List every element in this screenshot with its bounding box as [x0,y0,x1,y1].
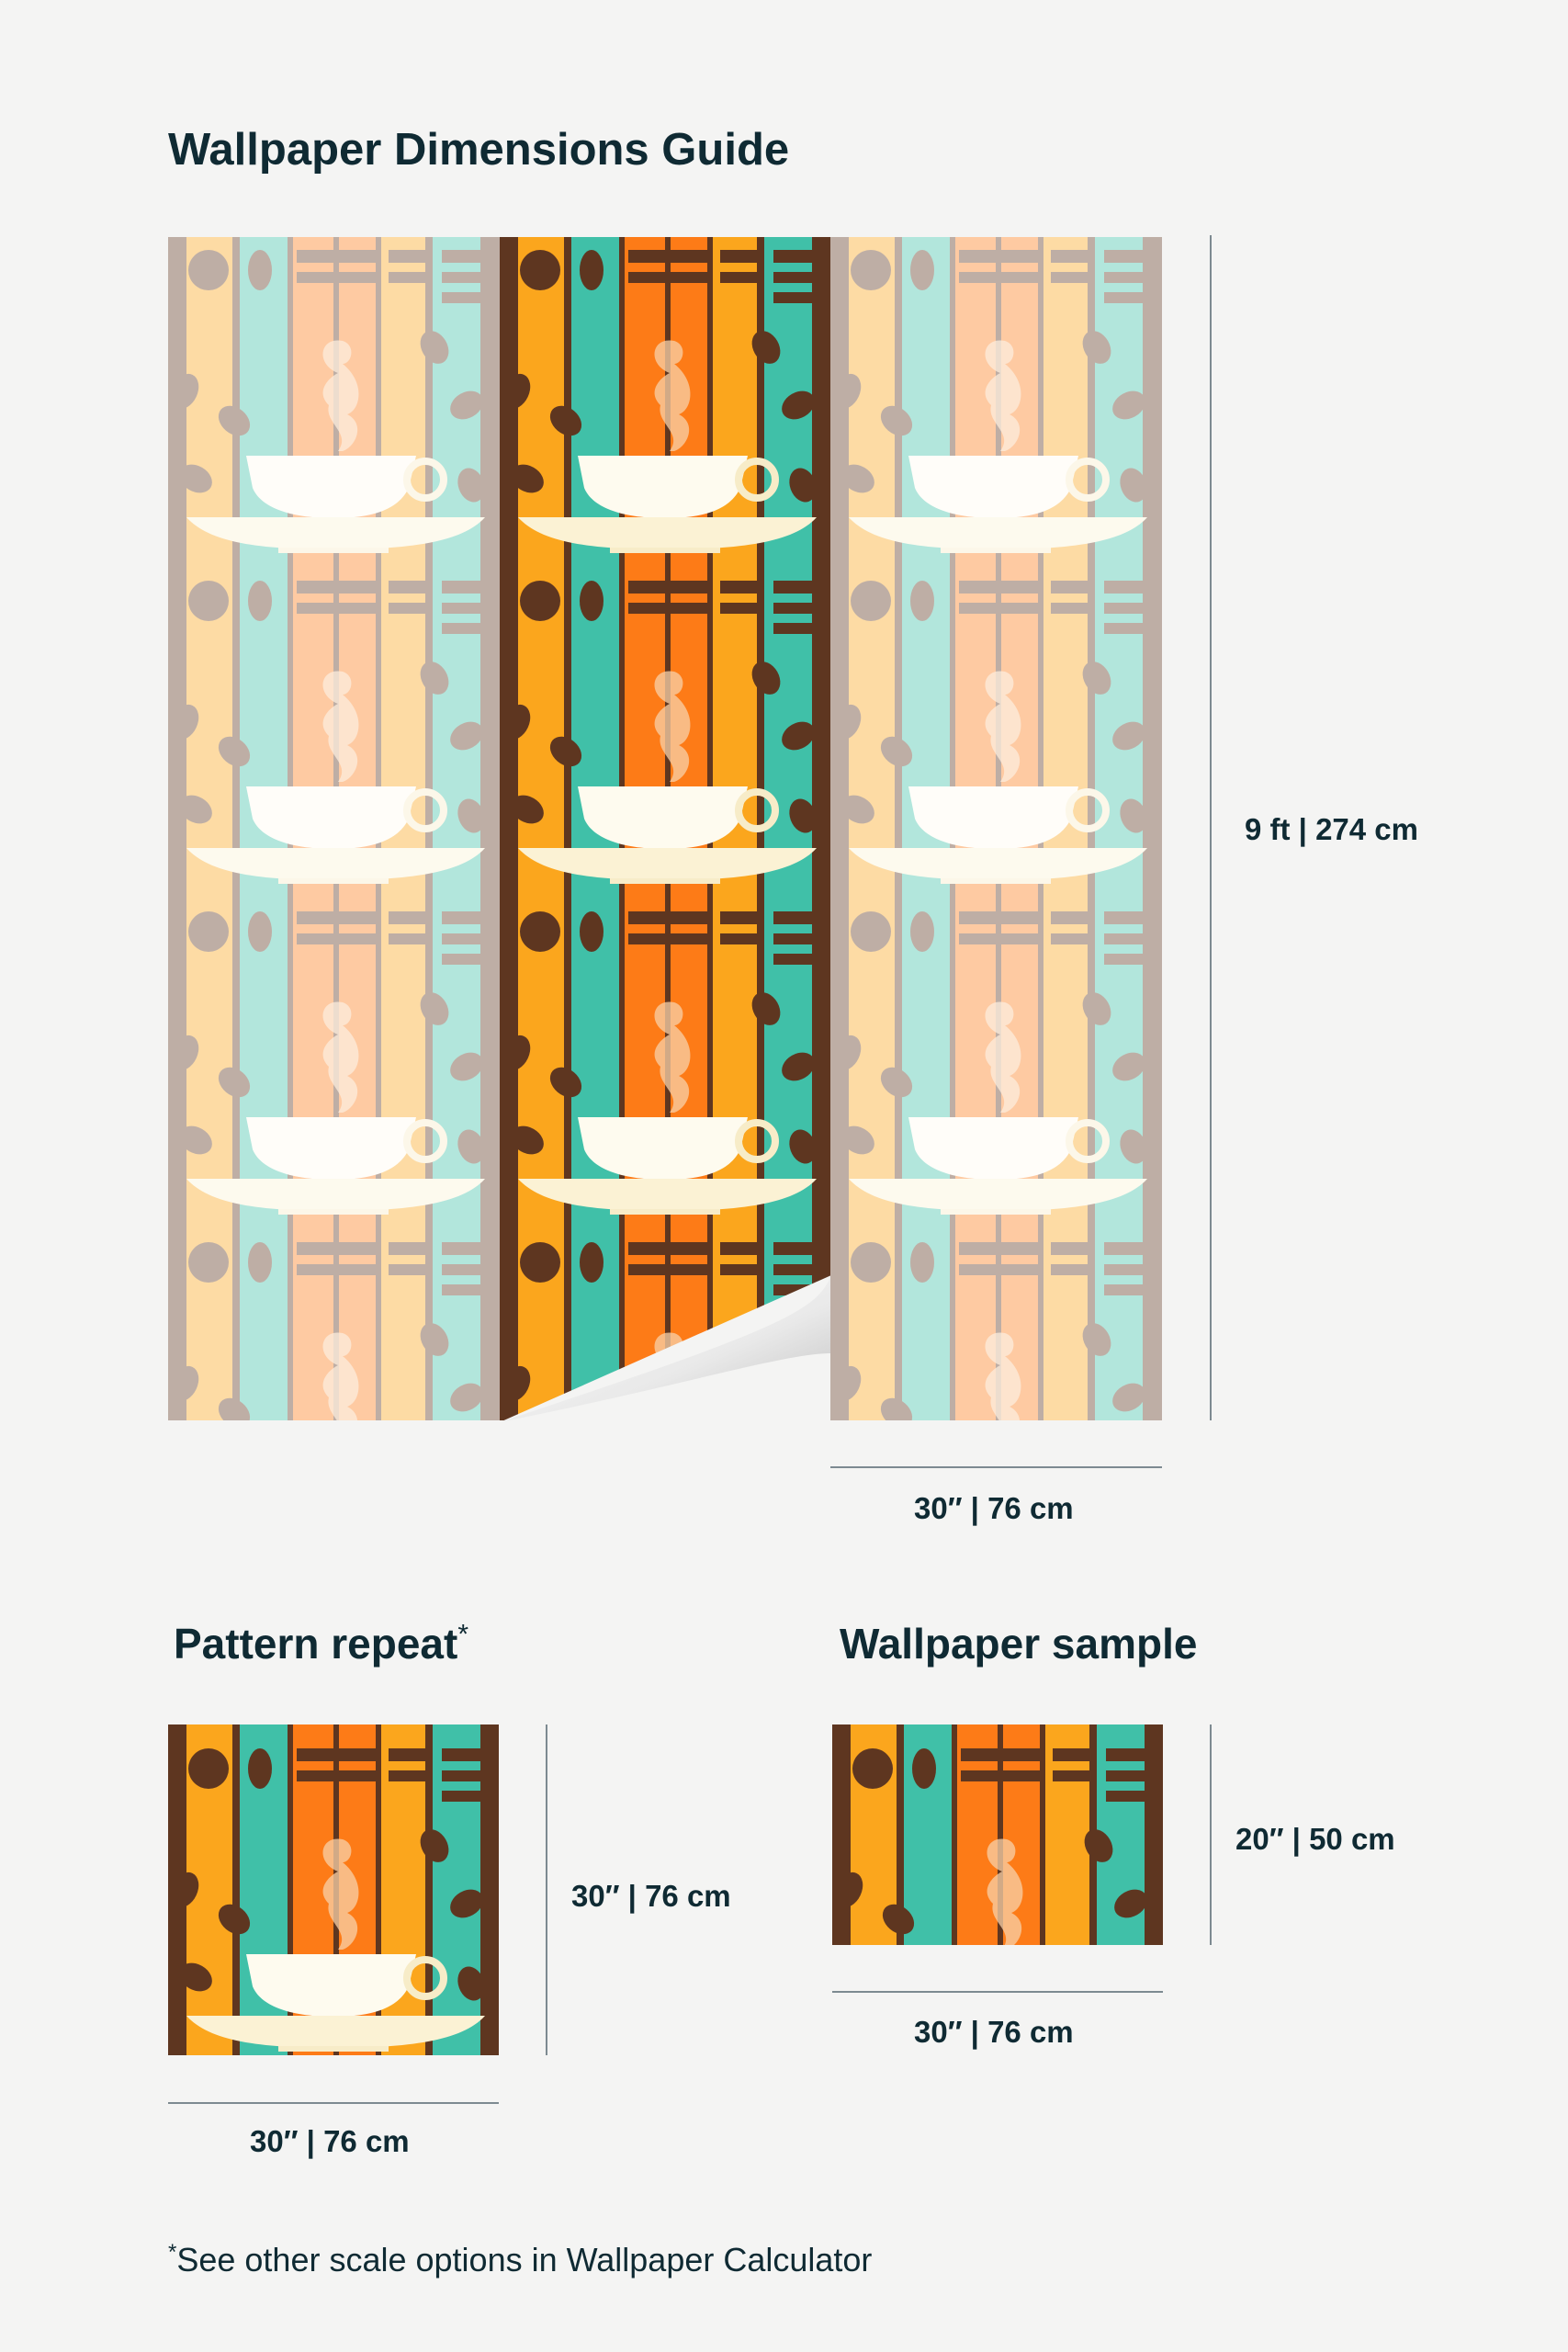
asterisk: * [457,1619,469,1650]
pattern-height-label: 30″ | 76 cm [571,1879,731,1913]
pattern-width-line [168,2102,499,2104]
footnote-text: See other scale options in Wallpaper Cal… [176,2241,873,2278]
roll-width-label: 30″ | 76 cm [914,1491,1074,1525]
peel-corner [500,1275,831,1422]
wallpaper-strip-left [168,237,500,1420]
roll-height-label: 9 ft | 274 cm [1245,812,1418,846]
roll-width-line [830,1466,1162,1468]
footnote: *See other scale options in Wallpaper Ca… [168,2240,872,2279]
pattern-repeat-heading: Pattern repeat* [174,1619,468,1668]
footnote-asterisk: * [168,2240,177,2265]
pattern-width-label: 30″ | 76 cm [250,2124,410,2158]
page-title: Wallpaper Dimensions Guide [168,125,790,175]
sample-width-line [832,1991,1163,1993]
wallpaper-strip-right [830,237,1162,1420]
sample-heading: Wallpaper sample [840,1620,1198,1668]
sample-height-label: 20″ | 50 cm [1235,1822,1395,1856]
pattern-repeat-title: Pattern repeat [174,1620,458,1668]
wallpaper-sample-swatch [832,1724,1163,1945]
pattern-height-line [546,1724,547,2055]
pattern-repeat-swatch [168,1724,499,2055]
wallpaper-strip-center [500,237,831,1422]
sample-width-label: 30″ | 76 cm [914,2015,1074,2049]
roll-height-line [1210,235,1212,1420]
sample-height-line [1210,1724,1212,1945]
